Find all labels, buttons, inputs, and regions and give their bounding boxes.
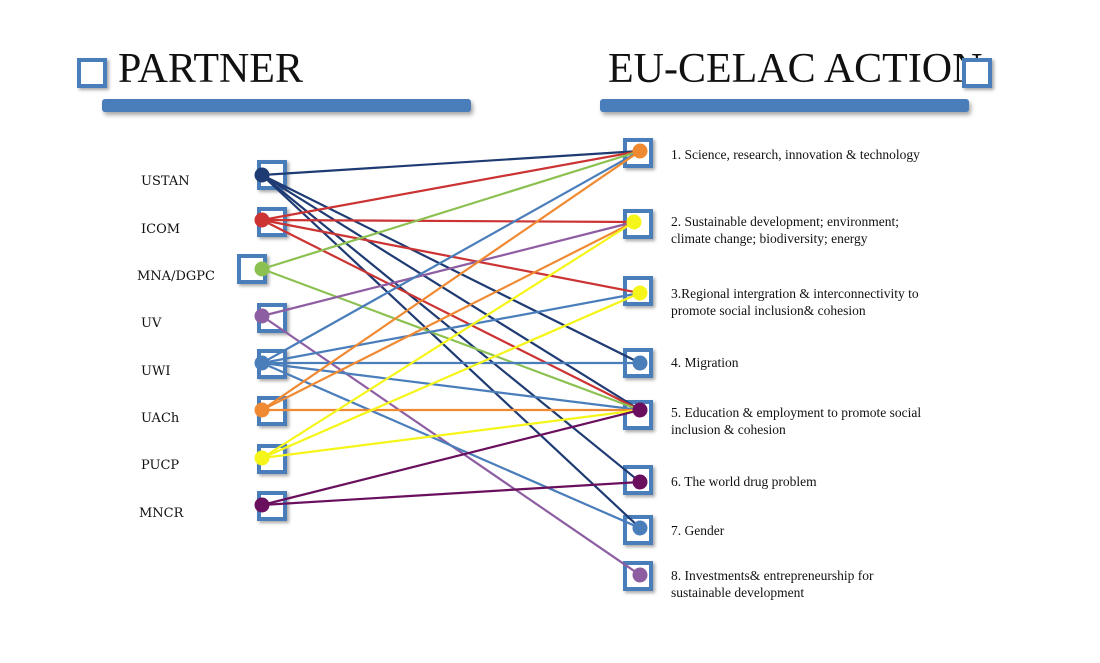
partner-dot-uwi [254, 355, 270, 371]
partner-dot-ustan [254, 167, 270, 183]
action-label-line: inclusion & cohesion [671, 422, 786, 437]
action-label-line: sustainable development [671, 585, 805, 600]
link-pucp-a5 [261, 408, 641, 460]
partner-label-ustan: USTAN [141, 174, 190, 189]
action-label-a7: 7. Gender [671, 522, 1091, 539]
partner-label-uwi: UWI [141, 364, 171, 379]
action-label-line: promote social inclusion& cohesion [671, 303, 866, 318]
link-mna-a1 [261, 149, 641, 271]
link-uwi-a7 [261, 361, 641, 530]
link-ustan-a7 [261, 174, 641, 529]
link-uach-a1 [261, 150, 641, 411]
action-label-line: 5. Education & employment to promote soc… [671, 405, 922, 420]
action-dot-a1 [632, 143, 648, 159]
link-mncr-a6 [261, 480, 641, 507]
action-label-line: 3.Regional intergration & interconnectiv… [671, 286, 919, 301]
link-uach-a2 [261, 221, 635, 411]
action-label-a3: 3.Regional intergration & interconnectiv… [671, 285, 1091, 319]
action-label-a5: 5. Education & employment to promote soc… [671, 404, 1091, 438]
partner-dot-uach [254, 402, 270, 418]
action-heading-box-icon [962, 58, 992, 88]
partner-dot-mncr [254, 497, 270, 513]
link-icom-a2 [261, 218, 635, 224]
action-dot-a6 [632, 474, 648, 490]
action-label-line: 6. The world drug problem [671, 474, 817, 489]
partner-label-uv: UV [141, 316, 162, 331]
partner-dot-icom [254, 212, 270, 228]
action-label-a2: 2. Sustainable development; environment;… [671, 213, 1091, 247]
partner-label-uach: UACh [141, 411, 180, 426]
link-uwi-a5 [261, 361, 641, 412]
action-label-a4: 4. Migration [671, 354, 1091, 371]
partner-dot-uv [254, 308, 270, 324]
action-label-a1: 1. Science, research, innovation & techn… [671, 146, 1091, 163]
action-label-line: 4. Migration [671, 355, 739, 370]
partner-label-icom: ICOM [141, 222, 181, 237]
partner-heading: PARTNER [118, 46, 303, 92]
partner-label-mna: MNA/DGPC [137, 269, 215, 284]
action-dot-a8 [632, 567, 648, 583]
action-label-line: climate change; biodiversity; energy [671, 231, 868, 246]
action-dot-a7 [632, 520, 648, 536]
link-ustan-a1 [261, 149, 641, 177]
partner-underline-bar [102, 99, 471, 112]
action-label-line: 2. Sustainable development; environment; [671, 214, 899, 229]
action-label-line: 1. Science, research, innovation & techn… [671, 147, 920, 162]
action-label-line: 8. Investments& entrepreneurship for [671, 568, 874, 583]
partner-dot-mna [254, 261, 270, 277]
action-dot-a3 [632, 285, 648, 301]
action-dot-a5 [632, 402, 648, 418]
action-heading: EU-CELAC ACTION [608, 46, 983, 92]
partner-heading-box-icon [77, 58, 107, 88]
action-dot-a4 [632, 355, 648, 371]
action-label-line: 7. Gender [671, 523, 725, 538]
link-mna-a5 [261, 267, 641, 412]
link-pucp-a3 [261, 291, 641, 460]
action-dot-a2 [626, 214, 642, 230]
link-uwi-a1 [261, 150, 641, 364]
link-mncr-a5 [261, 408, 641, 507]
action-label-a8: 8. Investments& entrepreneurship for sust… [671, 567, 1091, 601]
link-icom-a1 [261, 149, 641, 222]
link-ustan-a5 [261, 174, 641, 411]
link-uv-a2 [261, 220, 635, 318]
partner-label-mncr: MNCR [139, 506, 184, 521]
action-label-a6: 6. The world drug problem [671, 473, 1091, 490]
link-uwi-a3 [261, 291, 641, 365]
partner-dot-pucp [254, 450, 270, 466]
partner-label-pucp: PUCP [141, 458, 180, 473]
link-pucp-a2 [261, 221, 635, 459]
action-underline-bar [600, 99, 969, 112]
